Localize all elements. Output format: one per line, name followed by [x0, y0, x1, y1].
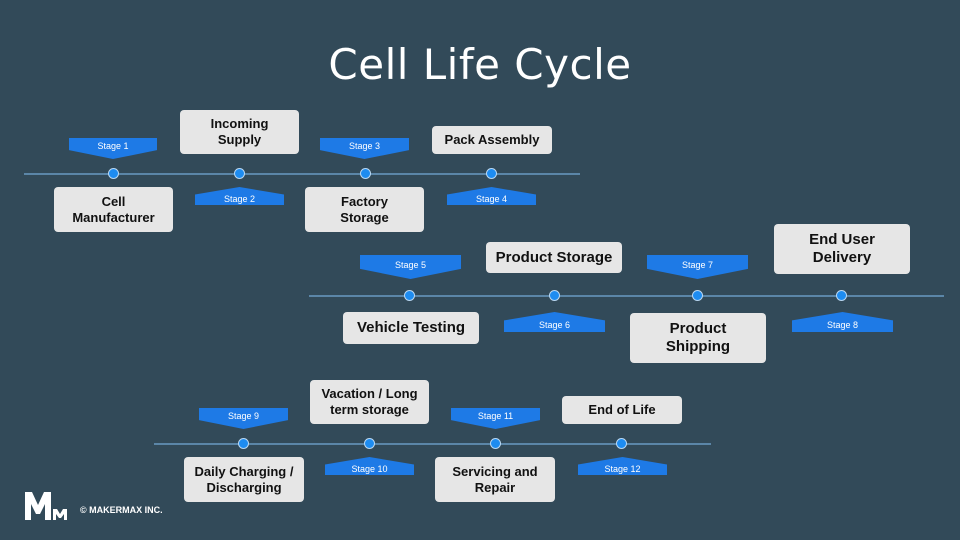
- stage-6-box: Product Storage: [486, 242, 622, 273]
- timeline-row-3: [154, 443, 711, 445]
- stage-2-flag: Stage 2: [195, 187, 284, 205]
- stage-3-dot: [360, 168, 371, 179]
- stage-4-dot: [486, 168, 497, 179]
- timeline-row-2: [309, 295, 944, 297]
- page-title: Cell Life Cycle: [328, 40, 632, 89]
- stage-2-box: Incoming Supply: [180, 110, 299, 154]
- stage-7-flag: Stage 7: [647, 255, 748, 279]
- stage-10-dot: [364, 438, 375, 449]
- stage-6-flag: Stage 6: [504, 312, 605, 332]
- stage-10-box: Vacation / Long term storage: [310, 380, 429, 424]
- stage-8-flag: Stage 8: [792, 312, 893, 332]
- stage-9-box: Daily Charging / Discharging: [184, 457, 304, 502]
- stage-9-dot: [238, 438, 249, 449]
- stage-5-flag: Stage 5: [360, 255, 461, 279]
- stage-8-dot: [836, 290, 847, 301]
- stage-2-dot: [234, 168, 245, 179]
- stage-1-flag: Stage 1: [69, 138, 157, 159]
- stage-4-flag: Stage 4: [447, 187, 536, 205]
- stage-3-box: Factory Storage: [305, 187, 424, 232]
- stage-3-flag: Stage 3: [320, 138, 409, 159]
- stage-6-dot: [549, 290, 560, 301]
- stage-12-dot: [616, 438, 627, 449]
- stage-9-flag: Stage 9: [199, 408, 288, 429]
- stage-7-dot: [692, 290, 703, 301]
- stage-7-box: Product Shipping: [630, 313, 766, 363]
- stage-11-dot: [490, 438, 501, 449]
- stage-5-box: Vehicle Testing: [343, 312, 479, 344]
- timeline-row-1: [24, 173, 580, 175]
- stage-8-box: End User Delivery: [774, 224, 910, 274]
- copyright-text: © MAKERMAX INC.: [80, 505, 163, 515]
- stage-11-flag: Stage 11: [451, 408, 540, 429]
- stage-11-box: Servicing and Repair: [435, 457, 555, 502]
- stage-5-dot: [404, 290, 415, 301]
- makermax-logo-icon: [25, 492, 67, 520]
- stage-12-flag: Stage 12: [578, 457, 667, 475]
- stage-4-box: Pack Assembly: [432, 126, 552, 154]
- stage-1-box: Cell Manufacturer: [54, 187, 173, 232]
- stage-10-flag: Stage 10: [325, 457, 414, 475]
- stage-12-box: End of Life: [562, 396, 682, 424]
- stage-1-dot: [108, 168, 119, 179]
